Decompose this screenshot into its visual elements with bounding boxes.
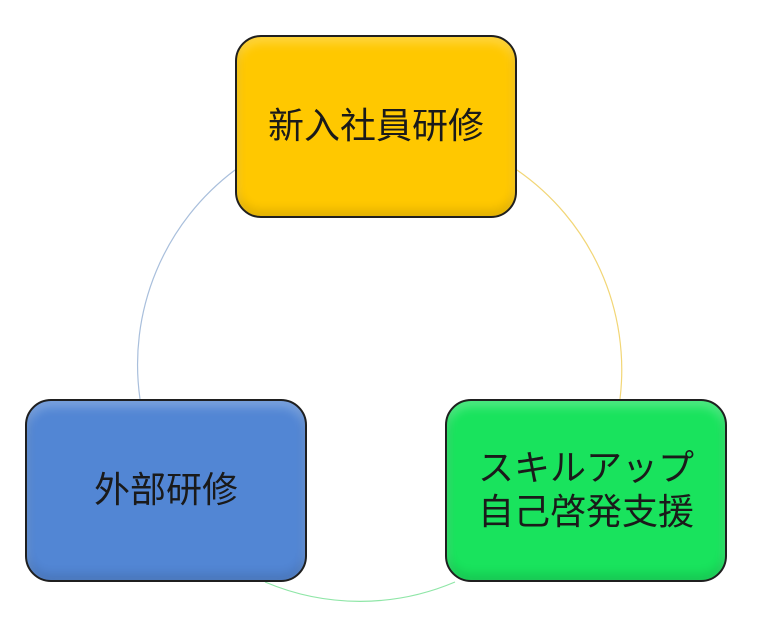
node-label: 新入社員研修 (267, 105, 484, 147)
connector-arc-left-to-top (136, 169, 236, 400)
cycle-node-skill-up-support: スキルアップ自己啓発支援 (445, 399, 727, 582)
connector-arc-top-to-right (516, 169, 623, 400)
connector-arc-right-to-left (264, 581, 456, 602)
node-label: スキルアップ自己啓発支援 (477, 447, 694, 533)
cycle-node-external-training: 外部研修 (25, 399, 307, 582)
cycle-node-new-employee-training: 新入社員研修 (235, 35, 517, 218)
node-label: 外部研修 (93, 469, 238, 511)
